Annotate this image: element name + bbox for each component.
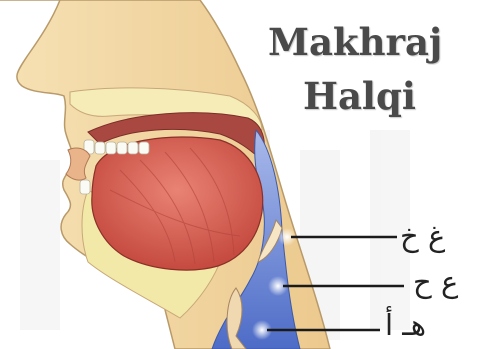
label-ghain-kha: غ خ: [400, 220, 445, 252]
title-line-2: Halqi: [303, 76, 416, 116]
tongue: [92, 137, 263, 270]
label-ain-ha: ع ح: [413, 266, 458, 298]
label-ha-hamza: هـ أ: [385, 309, 426, 341]
title-line-1: Makhraj: [268, 22, 442, 62]
